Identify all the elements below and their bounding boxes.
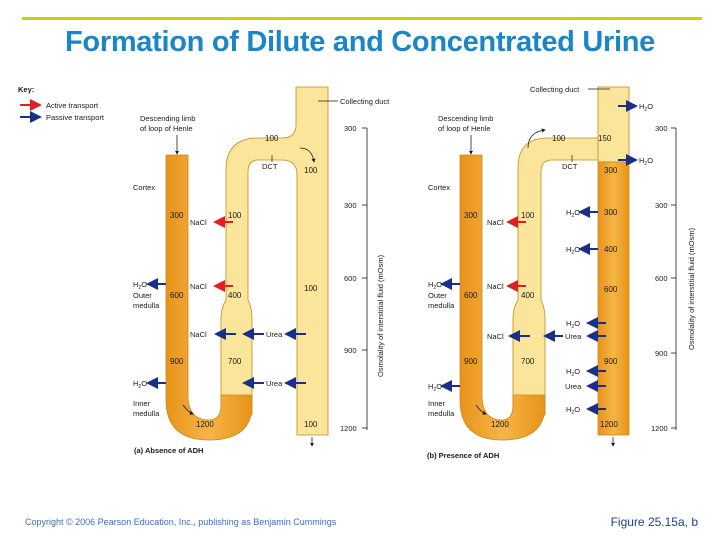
desc-limb-label-a: Descending limb [140, 114, 195, 123]
nacl-label-b-2: NaCl [487, 282, 504, 291]
loop-label-b: of loop of Henle [438, 124, 491, 133]
axis-a-title: Osmolality of interstitial fluid (mOsm) [376, 254, 385, 377]
caption-b: (b) Presence of ADH [427, 451, 499, 460]
top-accent-bar [22, 17, 702, 20]
water-label-b-1: H2O [428, 280, 442, 291]
urea-label-a-1: Urea [266, 330, 283, 339]
desc-value-b-600: 600 [464, 291, 478, 300]
collecting-duct-bottom-b [597, 161, 630, 436]
axis-b-tick-1: 300 [655, 124, 668, 133]
caption-a: (a) Absence of ADH [134, 446, 203, 455]
asc-value-b-400: 400 [521, 291, 535, 300]
inner-medulla-label-b: medulla [428, 409, 455, 418]
dct-left-value-b: 100 [552, 134, 566, 143]
collecting-duct-label-a: Collecting duct [340, 97, 390, 106]
asc-value-a-400: 400 [228, 291, 242, 300]
nacl-label-b-3: NaCl [487, 332, 504, 341]
loop-label-a: of loop of Henle [140, 124, 193, 133]
panel-a: Descending limb of loop of Henle Collect… [133, 86, 390, 455]
dct-value-a: 100 [265, 134, 279, 143]
water-label-b-duct-1: H2O [639, 102, 653, 113]
ascending-limb-b [512, 137, 601, 416]
outer-medulla-label-a: medulla [133, 301, 160, 310]
inner-label-a: Inner [133, 399, 151, 408]
water-label-b-5: H2O [566, 319, 580, 330]
outer-label-b: Outer [428, 291, 447, 300]
duct-value-a-2: 100 [304, 284, 318, 293]
desc-value-a-900: 900 [170, 357, 184, 366]
desc-limb-label-b: Descending limb [438, 114, 493, 123]
nacl-label-a-1: NaCl [190, 218, 207, 227]
desc-value-b-900: 900 [464, 357, 478, 366]
desc-value-a-300: 300 [170, 211, 184, 220]
duct-value-a-1: 100 [304, 166, 318, 175]
bottom-value-b: 1200 [491, 420, 509, 429]
duct-value-b-3: 400 [604, 245, 618, 254]
copyright-text: Copyright © 2006 Pearson Education, Inc.… [25, 517, 337, 527]
collecting-duct-top-b [597, 86, 630, 163]
outer-medulla-label-b: medulla [428, 301, 455, 310]
urea-label-a-2: Urea [266, 379, 283, 388]
axis-a: 300 300 600 900 1200 Osmolality of inter… [340, 124, 385, 433]
axis-a-tick-1: 300 [344, 124, 357, 133]
asc-value-a-100: 100 [228, 211, 242, 220]
water-label-b-7: H2O [566, 405, 580, 416]
dct-label-b: DCT [562, 162, 578, 171]
axis-a-tick-2: 300 [344, 201, 357, 210]
water-label-b-4: H2O [566, 245, 580, 256]
axis-b-tick-5: 1200 [651, 424, 668, 433]
water-label-b-2: H2O [428, 382, 442, 393]
legend-active-label: Active transport [46, 101, 99, 110]
collecting-duct-label-b: Collecting duct [530, 85, 580, 94]
water-label-b-6: H2O [566, 367, 580, 378]
legend: Key: Active transport Passive transport [18, 85, 105, 123]
desc-value-b-300: 300 [464, 211, 478, 220]
inner-medulla-label-a: medulla [133, 409, 160, 418]
axis-b-tick-4: 900 [655, 349, 668, 358]
asc-value-b-700: 700 [521, 357, 535, 366]
dct-right-value-b: 150 [598, 134, 612, 143]
water-label-a-2: H2O [133, 379, 147, 390]
duct-value-b-5: 900 [604, 357, 618, 366]
axis-a-tick-4: 900 [344, 346, 357, 355]
outer-label-a: Outer [133, 291, 152, 300]
nacl-label-a-2: NaCl [190, 282, 207, 291]
nacl-label-b-1: NaCl [487, 218, 504, 227]
duct-value-b-6: 1200 [600, 420, 618, 429]
duct-value-a-3: 100 [304, 420, 318, 429]
descending-limb-b [459, 154, 546, 441]
duct-value-b-2: 300 [604, 208, 618, 217]
slide-title: Formation of Dilute and Concentrated Uri… [65, 26, 655, 58]
bottom-value-a: 1200 [196, 420, 214, 429]
inner-label-b: Inner [428, 399, 446, 408]
axis-b-tick-3: 600 [655, 274, 668, 283]
panel-b: Descending limb of loop of Henle Collect… [427, 85, 696, 460]
urea-label-b-1: Urea [565, 332, 582, 341]
axis-a-tick-3: 600 [344, 274, 357, 283]
desc-value-a-600: 600 [170, 291, 184, 300]
water-label-b-3: H2O [566, 208, 580, 219]
axis-a-tick-5: 1200 [340, 424, 357, 433]
water-label-a-1: H2O [133, 280, 147, 291]
ascending-limb-and-duct-a [220, 86, 329, 436]
descending-limb-a [165, 154, 253, 441]
asc-value-b-100: 100 [521, 211, 535, 220]
axis-b-title: Osmolality of interstitial fluid (mOsm) [687, 227, 696, 350]
axis-b-tick-2: 300 [655, 201, 668, 210]
urea-label-b-2: Urea [565, 382, 582, 391]
duct-value-b-4: 600 [604, 285, 618, 294]
dct-label-a: DCT [262, 162, 278, 171]
legend-heading: Key: [18, 85, 34, 94]
water-label-b-duct-2: H2O [639, 156, 653, 167]
asc-value-a-700: 700 [228, 357, 242, 366]
cortex-label-a: Cortex [133, 183, 155, 192]
duct-value-b-1: 300 [604, 166, 618, 175]
cortex-label-b: Cortex [428, 183, 450, 192]
nacl-label-a-3: NaCl [190, 330, 207, 339]
axis-b: 300 300 600 900 1200 Osmolality of inter… [651, 124, 696, 433]
figure-label: Figure 25.15a, b [610, 515, 698, 529]
legend-passive-label: Passive transport [46, 113, 105, 122]
